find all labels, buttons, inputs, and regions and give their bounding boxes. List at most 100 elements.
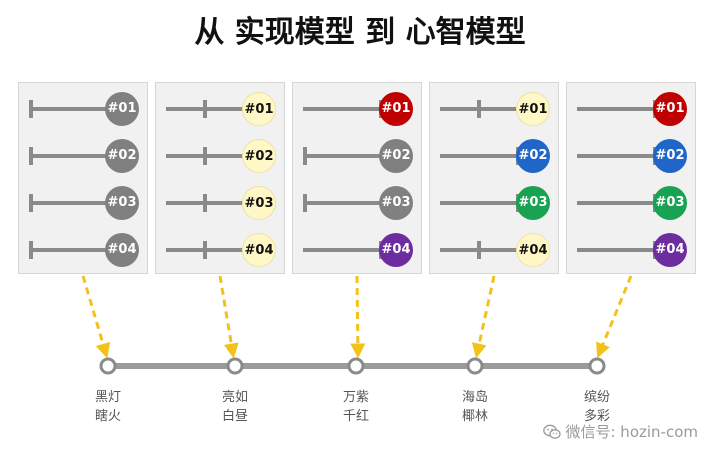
slider-track [29, 107, 107, 111]
slider-track [29, 201, 107, 205]
slider-track [29, 154, 107, 158]
diagram-title: 从 实现模型 到 心智模型 [194, 15, 526, 50]
slider-row: #04 [430, 232, 560, 268]
slider-track [440, 201, 518, 205]
level-badge: #03 [105, 186, 139, 220]
slider-row: #02 [156, 138, 286, 174]
timeline-stop [347, 357, 365, 375]
slider-row: #03 [430, 185, 560, 221]
timeline-stop [466, 357, 484, 375]
slider-row: #03 [19, 185, 149, 221]
slider-row: #02 [430, 138, 560, 174]
slider-row: #03 [293, 185, 423, 221]
wechat-icon [543, 424, 562, 439]
panel-1: #01 #02 #03 #04 [18, 82, 148, 274]
slider-row: #01 [156, 91, 286, 127]
timeline-stop [99, 357, 117, 375]
timeline-stop [226, 357, 244, 375]
slider-track [29, 248, 107, 252]
slider-track [577, 107, 655, 111]
level-badge: #01 [379, 92, 413, 126]
slider-track [303, 248, 381, 252]
slider-knob [203, 241, 207, 259]
level-badge: #02 [242, 139, 276, 173]
panel-2: #01 #02 #03 #04 [155, 82, 285, 274]
slider-knob [203, 100, 207, 118]
level-badge: #03 [516, 186, 550, 220]
level-badge: #02 [653, 139, 687, 173]
connector-arrow [350, 275, 366, 359]
level-badge: #02 [379, 139, 413, 173]
slider-row: #01 [567, 91, 697, 127]
level-badge: #03 [242, 186, 276, 220]
level-badge: #04 [379, 233, 413, 267]
slider-track [577, 201, 655, 205]
timeline-label-line: 瞎火 [94, 409, 121, 424]
timeline-label: 缤纷多彩 [567, 388, 627, 426]
slider-row: #02 [19, 138, 149, 174]
timeline-stop [588, 357, 606, 375]
panel-4: #01 #02 #03 #04 [429, 82, 559, 274]
timeline-label-line: 椰林 [461, 409, 488, 424]
timeline-label: 万紫千红 [326, 388, 386, 426]
timeline-label-line: 万紫 [342, 390, 369, 405]
slider-row: #02 [567, 138, 697, 174]
slider-track [577, 248, 655, 252]
slider-knob [29, 100, 33, 118]
connector-arrow [81, 275, 111, 359]
slider-track [440, 154, 518, 158]
slider-track [303, 201, 381, 205]
panel-3: #01 #02 #03 #04 [292, 82, 422, 274]
slider-knob [303, 194, 307, 212]
timeline-label: 亮如白昼 [205, 388, 265, 426]
slider-row: #04 [567, 232, 697, 268]
timeline-label: 海岛椰林 [445, 388, 505, 426]
level-badge: #03 [379, 186, 413, 220]
slider-knob [477, 100, 481, 118]
slider-row: #04 [19, 232, 149, 268]
connector-arrow [218, 275, 239, 359]
connector-arrow [596, 275, 633, 359]
slider-track [303, 107, 381, 111]
level-badge: #02 [105, 139, 139, 173]
timeline-label-line: 白昼 [221, 409, 248, 424]
slider-row: #01 [430, 91, 560, 127]
timeline-label-line: 海岛 [461, 390, 488, 405]
level-badge: #01 [242, 92, 276, 126]
slider-knob [29, 241, 33, 259]
slider-knob [29, 147, 33, 165]
level-badge: #03 [653, 186, 687, 220]
slider-row: #01 [19, 91, 149, 127]
level-badge: #01 [105, 92, 139, 126]
timeline-label-line: 缤纷 [583, 390, 610, 405]
level-badge: #04 [242, 233, 276, 267]
slider-row: #01 [293, 91, 423, 127]
slider-knob [29, 194, 33, 212]
level-badge: #02 [516, 139, 550, 173]
timeline-label-line: 亮如 [221, 390, 248, 405]
level-badge: #04 [105, 233, 139, 267]
watermark: 微信号: hozin-com [543, 421, 698, 442]
slider-knob [303, 147, 307, 165]
connector-arrow [471, 275, 496, 359]
timeline-label: 黑灯瞎火 [78, 388, 138, 426]
slider-row: #03 [567, 185, 697, 221]
watermark-text: 微信号: hozin-com [565, 423, 698, 441]
slider-row: #02 [293, 138, 423, 174]
level-badge: #01 [516, 92, 550, 126]
slider-knob [477, 241, 481, 259]
level-badge: #01 [653, 92, 687, 126]
slider-track [577, 154, 655, 158]
slider-track [303, 154, 381, 158]
slider-knob [203, 147, 207, 165]
level-badge: #04 [516, 233, 550, 267]
timeline-label-line: 千红 [342, 409, 369, 424]
slider-row: #04 [293, 232, 423, 268]
panel-5: #01 #02 #03 #04 [566, 82, 696, 274]
slider-knob [203, 194, 207, 212]
timeline-label-line: 多彩 [583, 409, 610, 424]
slider-row: #03 [156, 185, 286, 221]
timeline-label-line: 黑灯 [94, 390, 121, 405]
level-badge: #04 [653, 233, 687, 267]
